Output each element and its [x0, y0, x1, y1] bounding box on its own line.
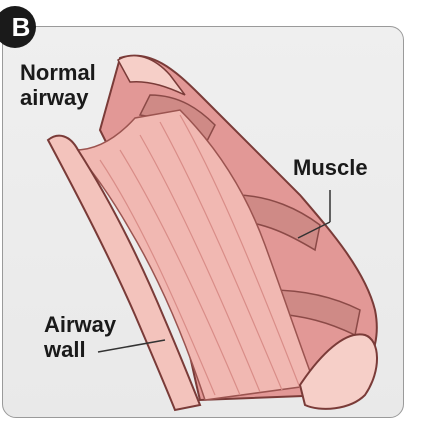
title-line-2: airway — [20, 85, 89, 110]
muscle-label: Muscle — [293, 155, 368, 180]
airway-front-wall — [46, 134, 202, 412]
panel-letter-badge: B — [0, 6, 36, 48]
figure-title: Normal airway — [20, 60, 96, 110]
airway-wall-label: Airway wall — [44, 312, 116, 362]
muscle-leader-line-2 — [297, 221, 331, 239]
wall-label-line-1: Airway — [44, 312, 117, 337]
wall-leader-line — [97, 339, 166, 353]
wall-label-line-2: wall — [44, 337, 86, 362]
airway-rim — [298, 333, 378, 410]
lumen-striations — [99, 114, 301, 396]
airway-top-rim — [116, 54, 186, 96]
title-line-1: Normal — [20, 60, 96, 85]
